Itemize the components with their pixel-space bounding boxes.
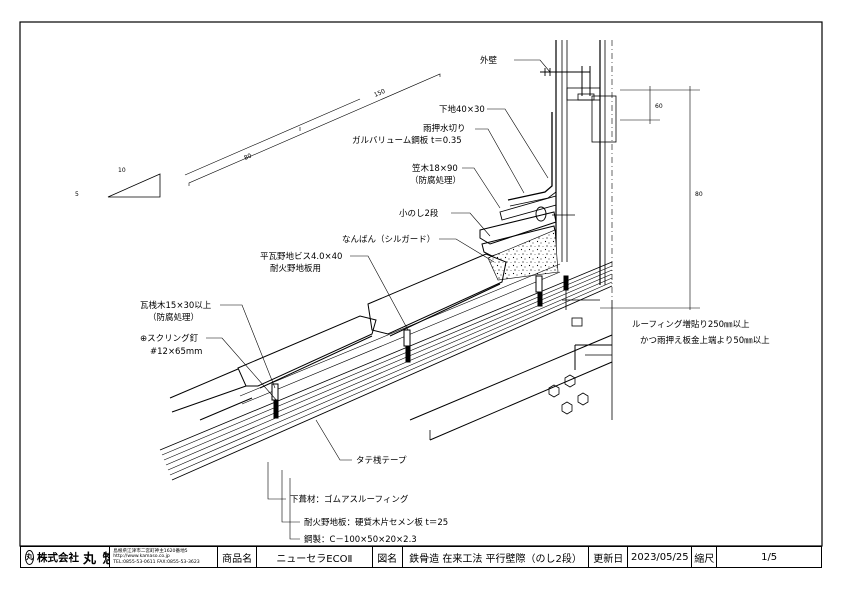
steel-bolt-holes <box>548 290 600 415</box>
scale-label: 縮尺 <box>692 547 718 567</box>
label-furring: 下地40×30 <box>439 104 485 115</box>
company-name: 丸 惣 <box>83 551 109 567</box>
label-nail: ⊕スクリング釘 <box>140 333 199 344</box>
company-address: 島根県江津市二宮町神主1620番地5 http://www.kamaso.co.… <box>110 547 219 567</box>
label-screw-use: 耐火野地板用 <box>270 263 321 274</box>
label-roofing-note2: かつ雨押え板金上端より50㎜以上 <box>640 335 770 346</box>
address-text: 島根県江津市二宮町神主1620番地5 <box>113 548 188 554</box>
label-kasagi: 笠木18×90 <box>412 163 458 174</box>
dim-b-text: 150 <box>373 88 386 99</box>
label-batten-treat: （防腐処理） <box>148 312 199 323</box>
nanban-mortar <box>487 229 559 281</box>
label-flashing: 雨押水切り <box>423 123 466 134</box>
product-label: 商品名 <box>218 547 258 567</box>
leader-lines <box>206 59 551 540</box>
slope-dimensions <box>184 73 441 186</box>
slope-rise-text: 5 <box>75 191 79 198</box>
updated-date: 2023/05/25 <box>628 547 693 567</box>
label-sheathing: 耐火野地板：硬質木片セメン板 t＝25 <box>304 517 448 528</box>
drawing-frame <box>19 21 823 547</box>
vertical-dimensions <box>600 86 700 310</box>
flashing-section <box>507 112 575 216</box>
label-exterior-wall: 外壁 <box>480 55 498 66</box>
label-nail-size: #12×65mm <box>150 347 202 357</box>
exterior-wall-section <box>540 40 617 300</box>
product-name: ニューセラECOⅡ <box>257 547 373 567</box>
company-mark-icon: 丸 <box>25 549 34 565</box>
fasteners <box>271 275 569 419</box>
label-screw: 平瓦野地ビス4.0×40 <box>260 251 342 262</box>
tel-text: TEL:0855-53-0611 FAX:0855-53-3623 <box>113 559 200 565</box>
roof-layers <box>159 261 613 481</box>
drawing-label: 図名 <box>373 547 403 567</box>
scale-value: 1/5 <box>761 551 778 563</box>
label-batten: 瓦桟木15×30以上 <box>140 300 212 311</box>
drawing-name: 鉄骨造 在来工法 平行壁際（のし2段） <box>403 547 590 567</box>
label-steel: 鋼製：C－100×50×20×2.3 <box>304 534 417 545</box>
label-kasagi-treat: （防腐処理） <box>410 175 461 186</box>
slope-indicator: 10 5 <box>75 167 161 198</box>
dim-c-text: 60 <box>655 103 663 110</box>
title-block: 丸 株式会社 丸 惣 島根県江津市二宮町神主1620番地5 http://www… <box>20 546 822 568</box>
annotations: 外壁 下地40×30 雨押水切り ガルバリューム鋼板 t＝0.35 笠木18×9… <box>140 55 770 545</box>
label-galvalume: ガルバリューム鋼板 t＝0.35 <box>352 135 462 146</box>
label-nanban: なんばん（シルガード） <box>342 234 435 245</box>
label-konoshi: 小のし2段 <box>399 208 439 219</box>
company-logo: 丸 株式会社 丸 惣 <box>21 547 111 567</box>
company-type: 株式会社 <box>37 551 79 564</box>
dim-d-text: 80 <box>695 191 703 198</box>
url-text: http://www.kamaso.co.jp <box>113 554 170 560</box>
label-tape: タテ桟テープ <box>356 455 407 466</box>
label-underlay: 下葺材：ゴムアスルーフィング <box>290 494 409 505</box>
roof-tiles <box>169 253 507 421</box>
label-roofing-note1: ルーフィング増貼り250㎜以上 <box>632 319 750 330</box>
updated-label: 更新日 <box>589 547 629 567</box>
dim-a-text: 80 <box>243 152 253 161</box>
slope-run-text: 10 <box>118 167 126 174</box>
